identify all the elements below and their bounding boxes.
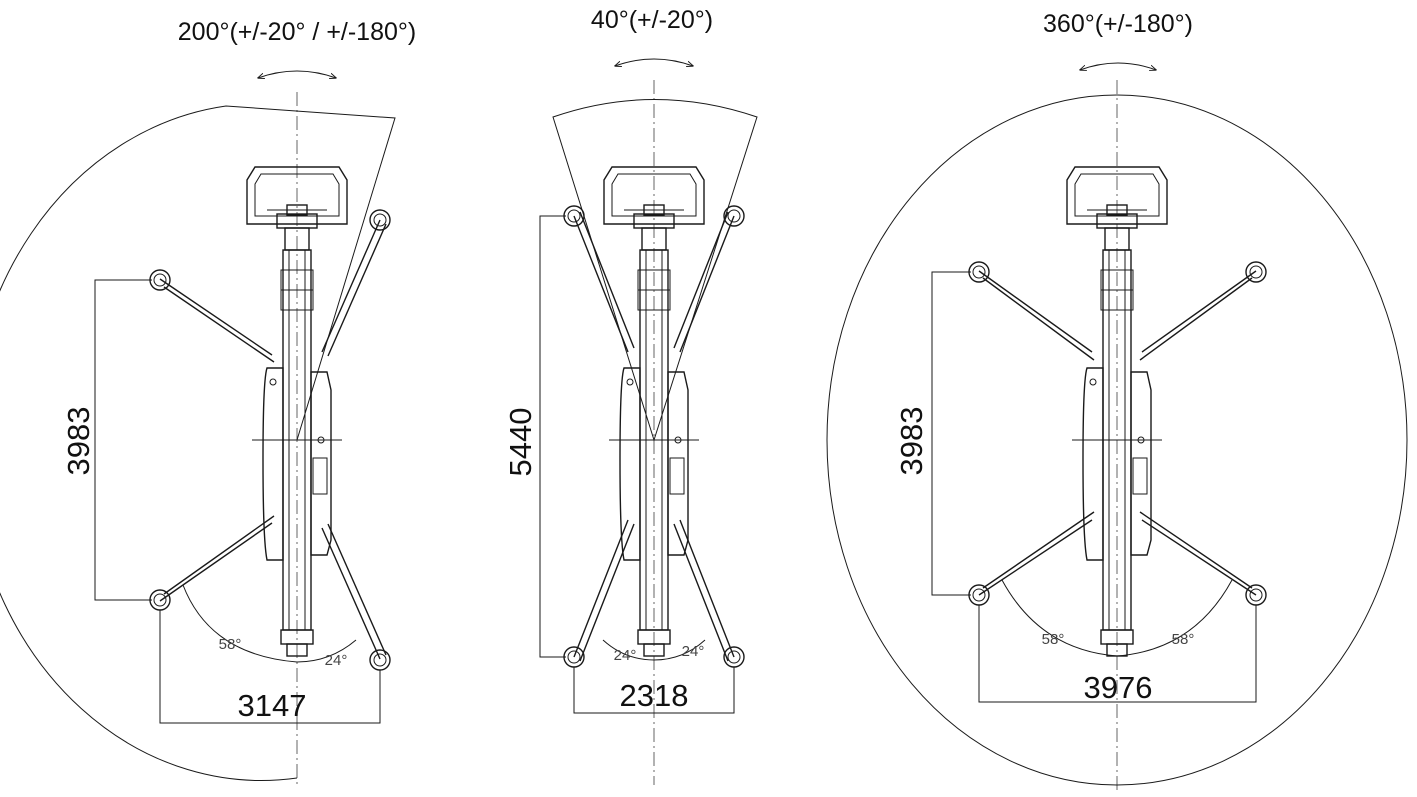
diagram-360-degree: 360°(+/-180°) 3983 3976 58° 58° bbox=[826, 10, 1408, 792]
width-dimension: 2318 bbox=[620, 678, 689, 713]
outriggers bbox=[149, 209, 391, 671]
length-dimension: 5440 bbox=[503, 408, 538, 477]
rotation-arrow bbox=[258, 70, 336, 78]
rotation-arrow bbox=[615, 58, 693, 66]
working-envelope bbox=[826, 94, 1408, 786]
length-dimension-line bbox=[931, 271, 971, 596]
width-dimension-line bbox=[573, 667, 735, 714]
angle-left: 24° bbox=[614, 647, 637, 664]
length-dimension: 3983 bbox=[61, 407, 96, 476]
rotation-label: 40°(+/-20°) bbox=[591, 6, 713, 34]
angle-arc bbox=[602, 639, 706, 661]
angle-right: 58° bbox=[1172, 631, 1195, 648]
working-envelope bbox=[552, 99, 758, 442]
rotation-label: 360°(+/-180°) bbox=[1043, 10, 1193, 38]
length-dimension-line bbox=[94, 279, 152, 601]
angle-left: 58° bbox=[219, 636, 242, 653]
outriggers bbox=[563, 205, 745, 668]
width-dimension-line bbox=[978, 605, 1257, 703]
length-dimension-line bbox=[539, 215, 566, 658]
diagram-200-degree: 200°(+/-20° / +/-180°) 3983 3147 bbox=[0, 18, 416, 785]
outriggers bbox=[968, 261, 1267, 606]
angle-arc bbox=[1001, 579, 1233, 657]
angle-arc-left bbox=[182, 584, 298, 663]
angle-right: 24° bbox=[325, 652, 348, 669]
diagram-40-degree: 40°(+/-20°) 5440 2318 24° 24° bbox=[503, 6, 758, 785]
angle-left: 58° bbox=[1042, 631, 1065, 648]
length-dimension: 3983 bbox=[894, 407, 929, 476]
angle-right: 24° bbox=[682, 643, 705, 660]
rotation-label: 200°(+/-20° / +/-180°) bbox=[178, 18, 416, 46]
rotation-arrow bbox=[1080, 62, 1156, 70]
width-dimension-line bbox=[159, 610, 381, 724]
angle-arc-right bbox=[296, 639, 357, 663]
width-dimension: 3976 bbox=[1084, 670, 1153, 705]
working-envelope bbox=[0, 105, 396, 781]
width-dimension: 3147 bbox=[238, 688, 307, 723]
